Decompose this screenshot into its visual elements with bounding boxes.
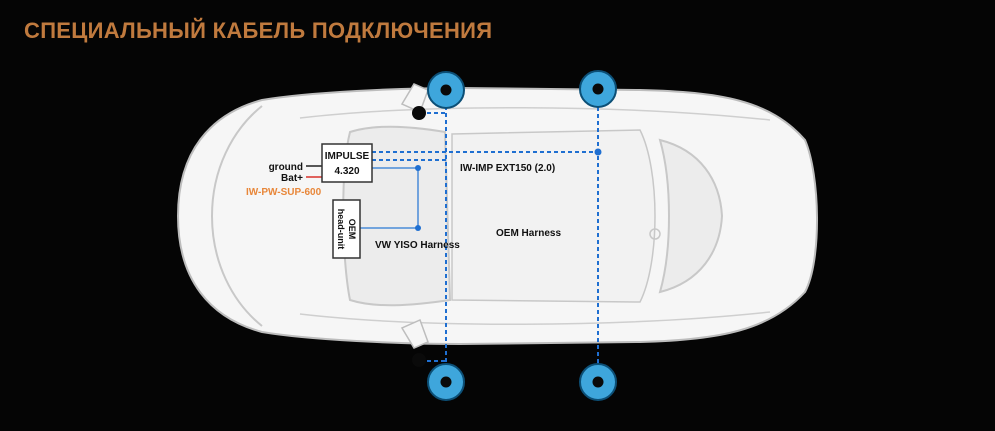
speaker-cone-icon xyxy=(440,84,452,96)
speaker-cone-icon xyxy=(592,83,604,95)
cable-junction xyxy=(594,148,602,156)
amplifier-box xyxy=(321,143,373,183)
amplifier: IMPULSE 4.320 xyxy=(321,143,373,183)
head-unit-box xyxy=(332,199,361,259)
head-unit: OEM head-unit xyxy=(332,199,361,259)
wiring xyxy=(306,92,602,370)
car-fuel-cap xyxy=(649,228,661,240)
ground-label: ground xyxy=(269,162,303,173)
tweeter-right-icon xyxy=(412,353,426,367)
amplifier-model: 4.320 xyxy=(334,166,359,177)
speaker-rear-right xyxy=(579,363,617,401)
yiso-harness-label: VW YISO Harness xyxy=(375,240,460,251)
extension-cable-label: IW-IMP EXT150 (2.0) xyxy=(460,163,555,174)
car-right-side-line xyxy=(299,311,771,325)
speaker-cone-icon xyxy=(592,376,604,388)
tweeter-left-icon xyxy=(412,106,426,120)
head-unit-label-1: OEM xyxy=(347,219,357,240)
car-hood-line xyxy=(210,105,263,327)
speaker-rear-left xyxy=(579,70,617,108)
labels: ground Bat+ IW-PW-SUP-600 IW-IMP EXT150 … xyxy=(246,162,561,251)
speakers xyxy=(412,70,617,401)
amplifier-name: IMPULSE xyxy=(325,151,370,162)
page-title: СПЕЦИАЛЬНЫЙ КАБЕЛЬ ПОДКЛЮЧЕНИЯ xyxy=(24,18,493,43)
yiso-node-top xyxy=(415,165,421,171)
yiso-node-bottom xyxy=(415,225,421,231)
power-kit-label: IW-PW-SUP-600 xyxy=(246,187,322,198)
speaker-front-left xyxy=(427,71,465,109)
car-right-mirror xyxy=(400,318,429,349)
car-rear-window xyxy=(658,138,724,294)
speaker-front-right xyxy=(427,363,465,401)
speaker-cone-icon xyxy=(440,376,452,388)
car-roof xyxy=(451,129,656,303)
head-unit-label-2: head-unit xyxy=(336,209,346,250)
car-top-view xyxy=(176,83,818,349)
car-left-side-line xyxy=(299,107,771,121)
battery-label: Bat+ xyxy=(281,173,303,184)
oem-harness-label: OEM Harness xyxy=(496,228,561,239)
